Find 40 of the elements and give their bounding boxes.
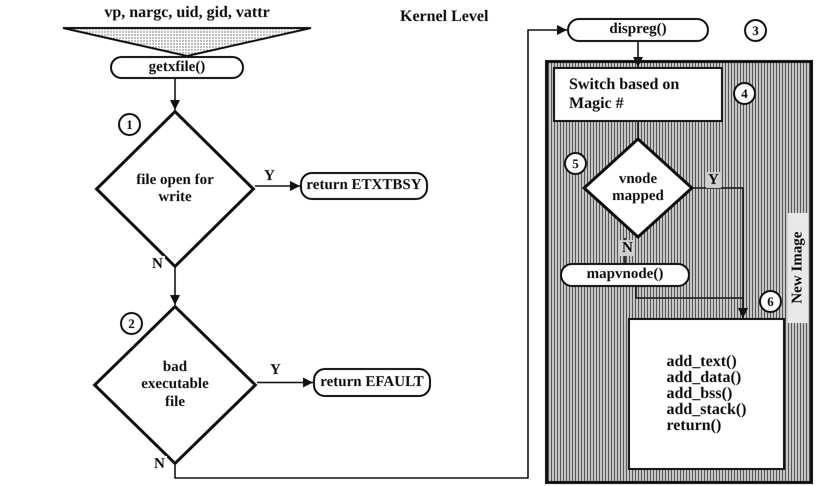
input-triangle — [62, 4, 312, 56]
arrow — [255, 181, 300, 191]
arrow — [633, 42, 643, 67]
decision-diamond — [583, 138, 693, 238]
node-text: file open for write — [135, 172, 215, 206]
process-box — [553, 67, 723, 122]
process-box — [628, 318, 785, 470]
arrow — [170, 268, 180, 305]
edge-label: Y — [706, 172, 721, 188]
node-text: return EFAULT — [320, 374, 424, 392]
node-text: dispreg() — [609, 21, 667, 39]
terminal-box — [560, 263, 690, 287]
image-panel — [545, 60, 813, 484]
terminal-box — [300, 172, 428, 200]
node-text: mapvnode() — [586, 266, 664, 284]
terminal-box — [110, 56, 244, 79]
node-text: add_stack() — [666, 402, 746, 418]
node-text: bad executable file — [140, 359, 210, 411]
arrow — [635, 287, 748, 318]
parameter-list: vp, nargc, uid, gid, vattr — [104, 4, 270, 22]
node-text: add_data() — [666, 370, 742, 386]
node-text: return() — [666, 418, 722, 434]
callout-number: 2 — [120, 312, 143, 335]
arrow — [174, 25, 567, 479]
node-text: add_text() — [666, 354, 738, 370]
node-text: return ETXTBSY — [306, 177, 422, 195]
node-text: vnode mapped — [611, 170, 665, 206]
callout-number: 1 — [118, 113, 141, 136]
callout-number: 3 — [744, 19, 767, 42]
terminal-box — [567, 18, 709, 42]
node-text: add_bss() — [666, 386, 732, 402]
node-text: Switch based on Magic # — [569, 76, 680, 113]
arrow — [170, 79, 180, 110]
terminal-box — [313, 368, 431, 397]
edge-label: N — [620, 240, 635, 256]
decision-diamond — [95, 110, 255, 268]
panel-title: New Image — [788, 213, 808, 323]
arrow — [257, 378, 313, 388]
node-text: getxfile() — [148, 58, 206, 76]
heading-label: Kernel Level — [400, 8, 488, 26]
